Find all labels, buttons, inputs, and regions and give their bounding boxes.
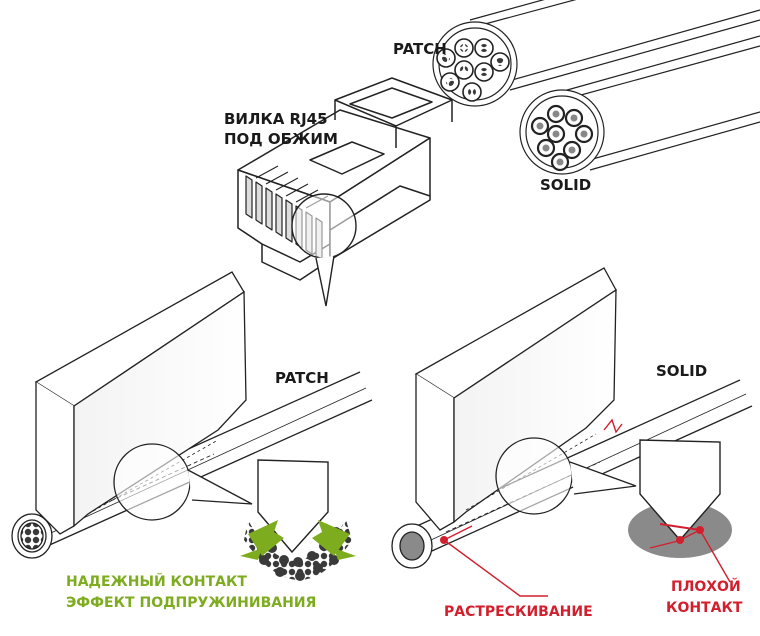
rj45-label-line2: ПОД ОБЖИМ: [224, 130, 338, 148]
patch-crimp-scene: [11, 271, 373, 559]
rj45-label-line1: ВИЛКА RJ45: [224, 110, 328, 128]
crack-dots: [440, 526, 704, 544]
solid-core-cable-icon: [530, 104, 594, 172]
right-solid-label: SOLID: [656, 362, 708, 380]
good-contact-line1: НАДЕЖНЫЙ КОНТАКТ: [66, 574, 247, 590]
patch-contact-detail: [240, 459, 356, 581]
stranded-cable-icon: [436, 38, 510, 102]
top-solid-label: SOLID: [540, 176, 592, 194]
cracking-label: РАСТРЕСКИВАНИЕ: [444, 604, 593, 620]
plug-magnifier: [291, 193, 357, 307]
spring-arrows-icon: [240, 520, 356, 560]
left-patch-label: PATCH: [275, 369, 329, 387]
solid-contact-detail: [628, 439, 732, 558]
top-patch-label: PATCH: [393, 40, 447, 58]
solid-crimp-scene: [391, 267, 753, 569]
bad-contact-line1: ПЛОХОЙ: [671, 579, 741, 595]
good-contact-line2: ЭФФЕКТ ПОДПРУЖИНИВАНИЯ: [66, 595, 317, 611]
bad-contact-line2: КОНТАКТ: [666, 600, 743, 616]
